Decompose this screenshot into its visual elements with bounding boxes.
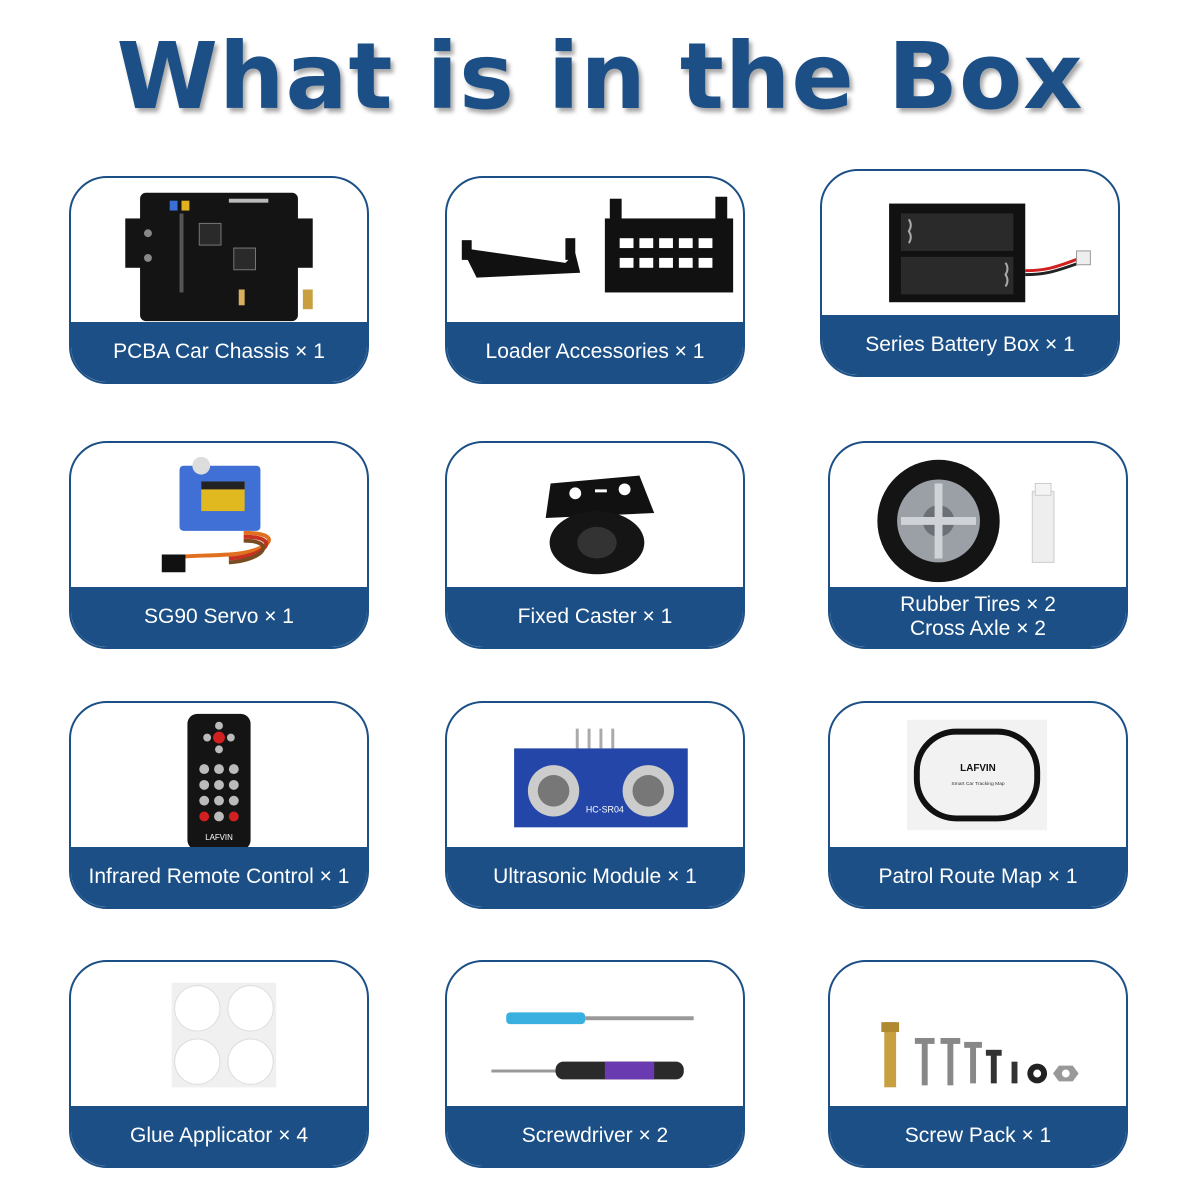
item-card-screwdriver: Screwdriver × 2 <box>445 960 745 1168</box>
item-label: Infrared Remote Control × 1 <box>71 847 367 907</box>
item-card-fixed-caster: Fixed Caster × 1 <box>445 441 745 649</box>
item-card-glue-applicator: Glue Applicator × 4 <box>69 960 369 1168</box>
page-title: What is in the Box <box>116 23 1084 130</box>
screw-pack-icon <box>830 962 1126 1110</box>
ultrasonic-icon: HC-SR04 <box>447 703 743 851</box>
item-label: Loader Accessories × 1 <box>447 322 743 382</box>
screwdriver-icon <box>447 962 743 1110</box>
remote-icon: LAFVIN <box>71 703 367 851</box>
item-card-ir-remote: LAFVIN Infrared Remote Control × 1 <box>69 701 369 909</box>
route-map-icon: LAFVIN Smart Car Tracking Map <box>830 703 1126 851</box>
item-card-loader-accessories: Loader Accessories × 1 <box>445 176 745 384</box>
item-label: Patrol Route Map × 1 <box>830 847 1126 907</box>
item-label: Fixed Caster × 1 <box>447 587 743 647</box>
remote-brand: LAFVIN <box>205 833 233 842</box>
item-label: Screw Pack × 1 <box>830 1106 1126 1166</box>
bracket-icon <box>447 178 743 326</box>
item-card-ultrasonic: HC-SR04 Ultrasonic Module × 1 <box>445 701 745 909</box>
tire-icon <box>830 443 1126 591</box>
pcb-board-icon <box>71 178 367 326</box>
servo-icon <box>71 443 367 591</box>
item-label: Screwdriver × 2 <box>447 1106 743 1166</box>
battery-box-icon <box>822 171 1118 319</box>
item-card-battery-box: Series Battery Box × 1 <box>820 169 1120 377</box>
map-caption: Smart Car Tracking Map <box>951 781 1005 787</box>
item-label: Glue Applicator × 4 <box>71 1106 367 1166</box>
item-card-sg90-servo: SG90 Servo × 1 <box>69 441 369 649</box>
item-card-rubber-tires: Rubber Tires × 2 Cross Axle × 2 <box>828 441 1128 649</box>
glue-dots-icon <box>71 962 367 1110</box>
item-label: PCBA Car Chassis × 1 <box>71 322 367 382</box>
ultrasonic-model: HC-SR04 <box>586 805 624 815</box>
item-label: Series Battery Box × 1 <box>822 315 1118 375</box>
item-label: SG90 Servo × 1 <box>71 587 367 647</box>
map-brand: LAFVIN <box>960 763 996 774</box>
item-label: Ultrasonic Module × 1 <box>447 847 743 907</box>
item-label: Rubber Tires × 2 Cross Axle × 2 <box>830 587 1126 647</box>
caster-icon <box>447 443 743 591</box>
item-card-screw-pack: Screw Pack × 1 <box>828 960 1128 1168</box>
item-card-pcba-chassis: PCBA Car Chassis × 1 <box>69 176 369 384</box>
item-card-route-map: LAFVIN Smart Car Tracking Map Patrol Rou… <box>828 701 1128 909</box>
